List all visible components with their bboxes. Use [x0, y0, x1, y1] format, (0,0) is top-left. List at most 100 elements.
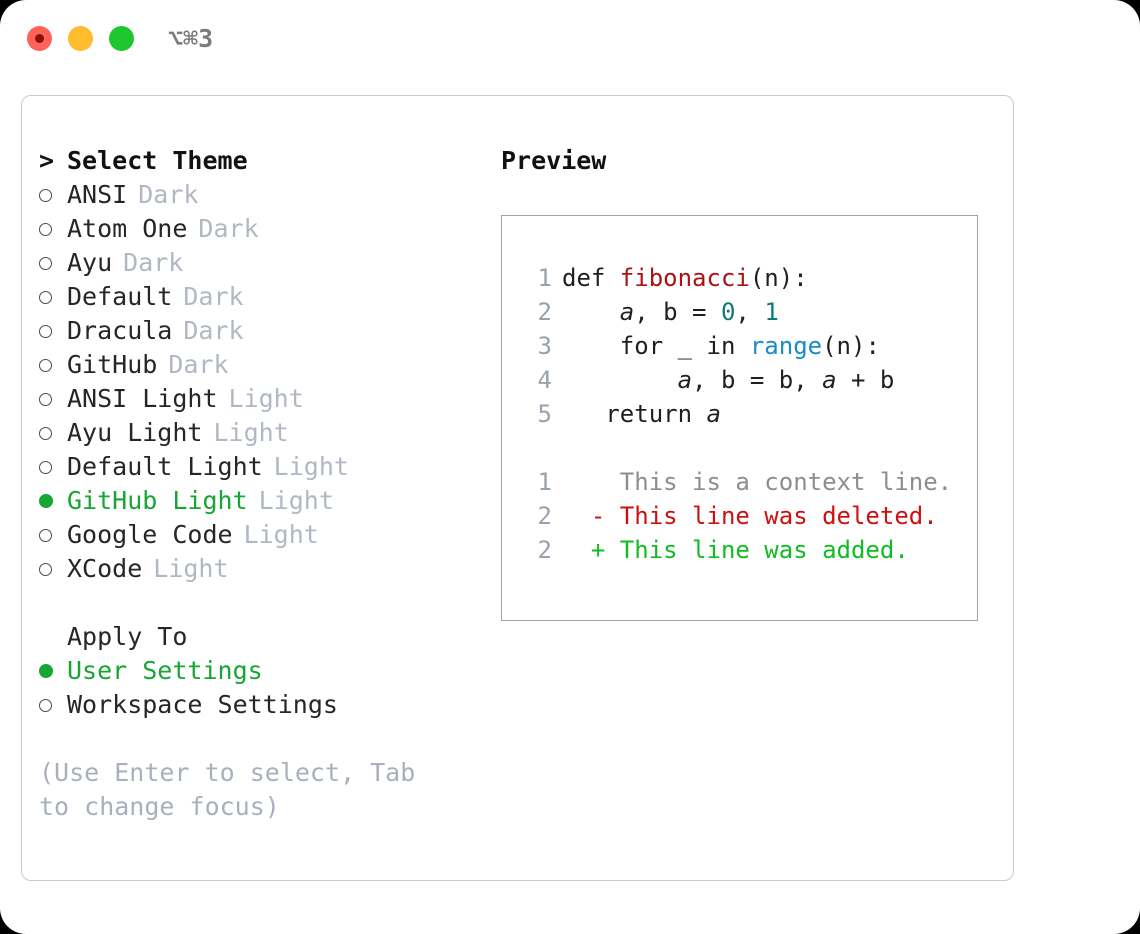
code-line-content: for _ in range(n): — [562, 329, 880, 363]
apply-to-spacer — [39, 620, 67, 654]
diff-marker — [562, 465, 620, 499]
code-token: 1 — [764, 298, 779, 326]
code-token: 0 — [720, 298, 736, 326]
preview-title: Preview — [501, 146, 607, 175]
theme-list-item[interactable]: GitHub Light Light — [39, 484, 489, 518]
code-token: + b — [836, 366, 895, 394]
theme-variant-tag: Light — [273, 452, 349, 481]
title-bar: ⌥⌘3 — [0, 0, 1140, 78]
radio-unselected-icon[interactable] — [39, 416, 67, 450]
code-token: fibonacci — [619, 264, 750, 292]
code-token: (n): — [822, 332, 880, 360]
code-line: 3 for _ in range(n): — [520, 329, 977, 363]
theme-variant-tag: Light — [243, 520, 319, 549]
diff-sample: 1 This is a context line.2 - This line w… — [520, 465, 977, 567]
theme-variant-tag: Dark — [138, 180, 199, 209]
caret-icon: > — [39, 146, 55, 175]
maximize-button[interactable] — [109, 26, 134, 51]
traffic-lights — [27, 26, 134, 51]
preview-spacer — [520, 431, 977, 465]
theme-name: Atom One — [67, 214, 188, 243]
theme-name: Default — [67, 282, 173, 311]
close-button[interactable] — [27, 26, 52, 51]
code-token: a — [677, 366, 693, 394]
theme-name: GitHub — [67, 350, 158, 379]
select-theme-title: Select Theme — [67, 146, 248, 175]
theme-list-item[interactable]: Default Dark — [39, 280, 489, 314]
radio-unselected-icon[interactable] — [39, 178, 67, 212]
theme-name: ANSI — [67, 180, 128, 209]
code-token: for _ in — [619, 332, 750, 360]
code-line-content: a, b = 0, 1 — [562, 295, 779, 329]
theme-name: Dracula — [67, 316, 173, 345]
theme-name: XCode — [67, 554, 143, 583]
code-line: 4 a, b = b, a + b — [520, 363, 977, 397]
diff-marker: - — [562, 502, 620, 530]
code-token: a — [619, 298, 635, 326]
radio-unselected-icon[interactable] — [39, 280, 67, 314]
apply-to-header: Apply To — [39, 620, 489, 654]
radio-unselected-icon[interactable] — [39, 552, 67, 586]
code-line: 2 a, b = 0, 1 — [520, 295, 977, 329]
code-token: = — [677, 298, 721, 326]
code-line-content: return a — [562, 397, 721, 431]
theme-variant-tag: Light — [258, 486, 334, 515]
radio-unselected-icon[interactable] — [39, 246, 67, 280]
diff-line: 1 This is a context line. — [520, 465, 977, 499]
diff-text: This line was deleted. — [619, 502, 938, 530]
code-token: a — [706, 400, 721, 428]
theme-list-item[interactable]: ANSI Dark — [39, 178, 489, 212]
code-line-number: 3 — [537, 332, 552, 360]
radio-unselected-icon[interactable] — [39, 314, 67, 348]
code-token: , — [735, 298, 765, 326]
radio-unselected-icon[interactable] — [39, 348, 67, 382]
keyboard-shortcut-label: ⌥⌘3 — [168, 24, 214, 53]
radio-unselected-icon[interactable] — [39, 450, 67, 484]
theme-variant-tag: Light — [213, 418, 289, 447]
theme-variant-tag: Dark — [168, 350, 229, 379]
apply-to-label: User Settings — [67, 656, 263, 685]
theme-variant-tag: Light — [228, 384, 304, 413]
theme-name: Ayu Light — [67, 418, 203, 447]
diff-line: 2 + This line was added. — [520, 533, 977, 567]
theme-list-item[interactable]: GitHub Dark — [39, 348, 489, 382]
diff-line-number: 1 — [537, 468, 552, 496]
radio-selected-icon[interactable] — [39, 484, 67, 518]
theme-variant-tag: Dark — [183, 282, 244, 311]
radio-unselected-icon[interactable] — [39, 688, 67, 722]
keyboard-hint: (Use Enter to select, Tab to change focu… — [39, 758, 416, 821]
theme-list-item[interactable]: Ayu Dark — [39, 246, 489, 280]
radio-selected-icon[interactable] — [39, 654, 67, 688]
code-token: b — [663, 298, 678, 326]
theme-variant-tag: Dark — [123, 248, 184, 277]
minimize-button[interactable] — [68, 26, 93, 51]
radio-unselected-icon[interactable] — [39, 518, 67, 552]
theme-name: GitHub Light — [67, 486, 248, 515]
code-line-content: def fibonacci(n): — [562, 261, 808, 295]
radio-unselected-icon[interactable] — [39, 212, 67, 246]
apply-to-item[interactable]: Workspace Settings — [39, 688, 489, 722]
code-token: , — [692, 366, 721, 394]
code-token: range — [749, 332, 823, 360]
apply-to-item[interactable]: User Settings — [39, 654, 489, 688]
code-token: = b, — [735, 366, 823, 394]
theme-name: Ayu — [67, 248, 113, 277]
apply-to-label: Workspace Settings — [67, 690, 338, 719]
radio-unselected-icon[interactable] — [39, 382, 67, 416]
theme-list-item[interactable]: Ayu Light Light — [39, 416, 489, 450]
diff-marker: + — [562, 536, 620, 564]
diff-line: 2 - This line was deleted. — [520, 499, 977, 533]
